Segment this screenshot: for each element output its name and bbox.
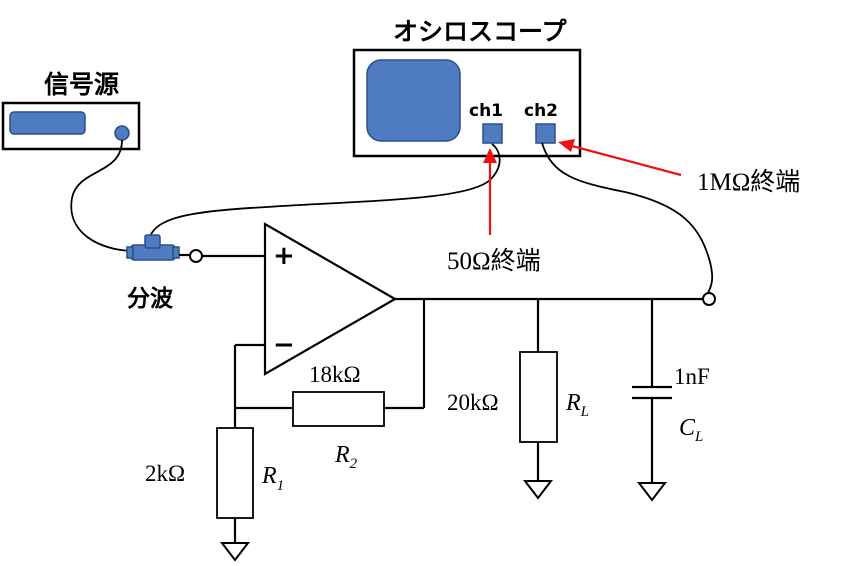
ground-symbol-icon xyxy=(522,480,554,500)
output-knob-icon xyxy=(114,125,130,141)
signal-generator: 信号源 xyxy=(1,70,141,151)
display-icon xyxy=(9,111,86,135)
tee-splitter-icon xyxy=(126,234,180,261)
opamp-triangle xyxy=(263,222,398,376)
splitter-label: 分波 xyxy=(127,286,174,312)
ch1-connector-icon xyxy=(482,123,503,144)
cable-ch2-to-output xyxy=(541,142,714,294)
r1-symbol: R1 xyxy=(261,463,284,494)
rl-resistor xyxy=(519,351,558,443)
cable-splitter-to-ch1 xyxy=(149,143,501,238)
screen-icon xyxy=(366,59,461,142)
input-terminal-icon xyxy=(189,249,203,263)
ch1-arrowhead xyxy=(483,148,497,163)
cables xyxy=(70,139,714,294)
ch2-label: ch2 xyxy=(524,101,558,121)
ch1-label: ch1 xyxy=(469,101,503,121)
ch2-arrow xyxy=(571,144,682,177)
r1-value: 2kΩ xyxy=(145,461,185,486)
r2-value: 18kΩ xyxy=(309,362,361,387)
r1-resistor xyxy=(216,427,254,519)
ch2-connector-icon xyxy=(535,123,556,144)
oscilloscope: オシロスコープ ch1 ch2 xyxy=(352,17,582,158)
annotation-ch1: 50Ω終端 xyxy=(447,148,541,275)
oscilloscope-title: オシロスコープ xyxy=(393,17,568,46)
ch1-termination-label: 50Ω終端 xyxy=(447,247,541,275)
opamp: + − xyxy=(263,222,398,376)
annotation-ch2: 1MΩ終端 xyxy=(558,139,800,196)
cl-value: 1nF xyxy=(674,364,710,389)
ch2-arrowhead xyxy=(558,139,575,152)
ground-symbol-icon xyxy=(636,482,668,502)
output-terminal-icon xyxy=(702,292,716,306)
r2-resistor xyxy=(292,391,385,427)
rl-symbol: RL xyxy=(565,390,589,420)
r2-symbol: R2 xyxy=(334,442,358,472)
ground-symbol-icon xyxy=(219,542,251,562)
cable-generator-to-splitter xyxy=(70,139,134,252)
cl-symbol: CL xyxy=(679,415,703,445)
opamp-plus: + xyxy=(273,241,295,271)
wiring xyxy=(233,297,703,543)
rl-value: 20kΩ xyxy=(447,390,499,415)
ch2-termination-label: 1MΩ終端 xyxy=(697,168,800,196)
opamp-minus: − xyxy=(273,330,295,360)
signal-generator-title: 信号源 xyxy=(44,70,119,99)
